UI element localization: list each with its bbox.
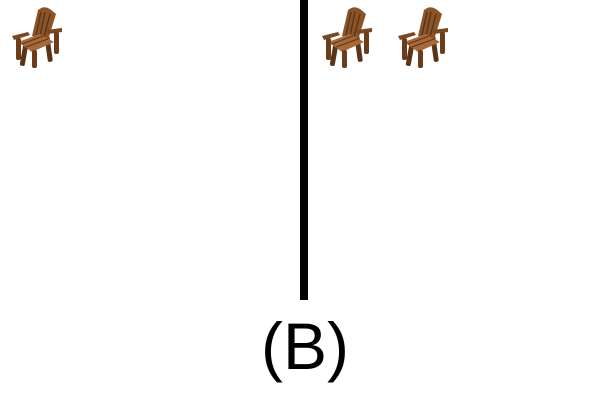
divider-line bbox=[300, 0, 308, 300]
adirondack-chair-icon bbox=[10, 6, 66, 70]
adirondack-chair-icon bbox=[396, 6, 452, 70]
right-panel bbox=[308, 0, 610, 300]
left-panel bbox=[0, 0, 300, 300]
option-label: (B) bbox=[261, 309, 349, 383]
adirondack-chair-icon bbox=[320, 6, 376, 70]
